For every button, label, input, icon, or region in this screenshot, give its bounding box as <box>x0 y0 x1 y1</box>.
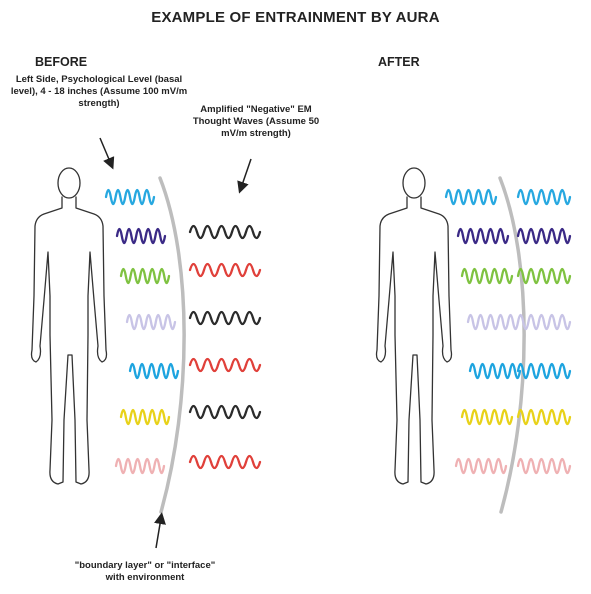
aura-wave-after-right-1 <box>518 190 570 204</box>
external-wave-before-2 <box>190 264 260 276</box>
aura-wave-after-left-7 <box>456 459 506 473</box>
aura-wave-after-right-3 <box>518 269 570 283</box>
external-wave-before-4 <box>190 359 260 371</box>
arrow-left-side <box>100 138 111 164</box>
aura-wave-before-3 <box>121 269 169 283</box>
aura-wave-after-left-6 <box>462 410 512 424</box>
human-figure-before <box>32 168 107 484</box>
aura-wave-after-left-3 <box>462 269 512 283</box>
aura-wave-before-2 <box>117 229 165 243</box>
boundary-layer-line-before <box>160 178 184 512</box>
aura-wave-after-right-5 <box>518 364 570 378</box>
aura-wave-after-right-2 <box>518 229 570 243</box>
aura-wave-after-left-5 <box>470 364 520 378</box>
aura-wave-before-6 <box>121 410 169 424</box>
aura-wave-before-5 <box>130 364 178 378</box>
aura-wave-after-left-2 <box>458 229 508 243</box>
aura-wave-after-right-7 <box>518 459 570 473</box>
aura-wave-after-left-4 <box>468 315 518 329</box>
arrow-negative-waves <box>241 159 251 188</box>
external-wave-before-3 <box>190 312 260 324</box>
external-wave-before-5 <box>190 406 260 418</box>
aura-wave-after-right-6 <box>518 410 570 424</box>
aura-wave-after-left-1 <box>446 190 496 204</box>
external-wave-before-1 <box>190 226 260 238</box>
human-figure-after <box>377 168 452 484</box>
aura-wave-before-7 <box>116 459 164 473</box>
aura-wave-before-4 <box>127 315 175 329</box>
aura-wave-before-1 <box>106 190 154 204</box>
external-wave-before-6 <box>190 456 260 468</box>
arrow-boundary <box>156 518 161 548</box>
